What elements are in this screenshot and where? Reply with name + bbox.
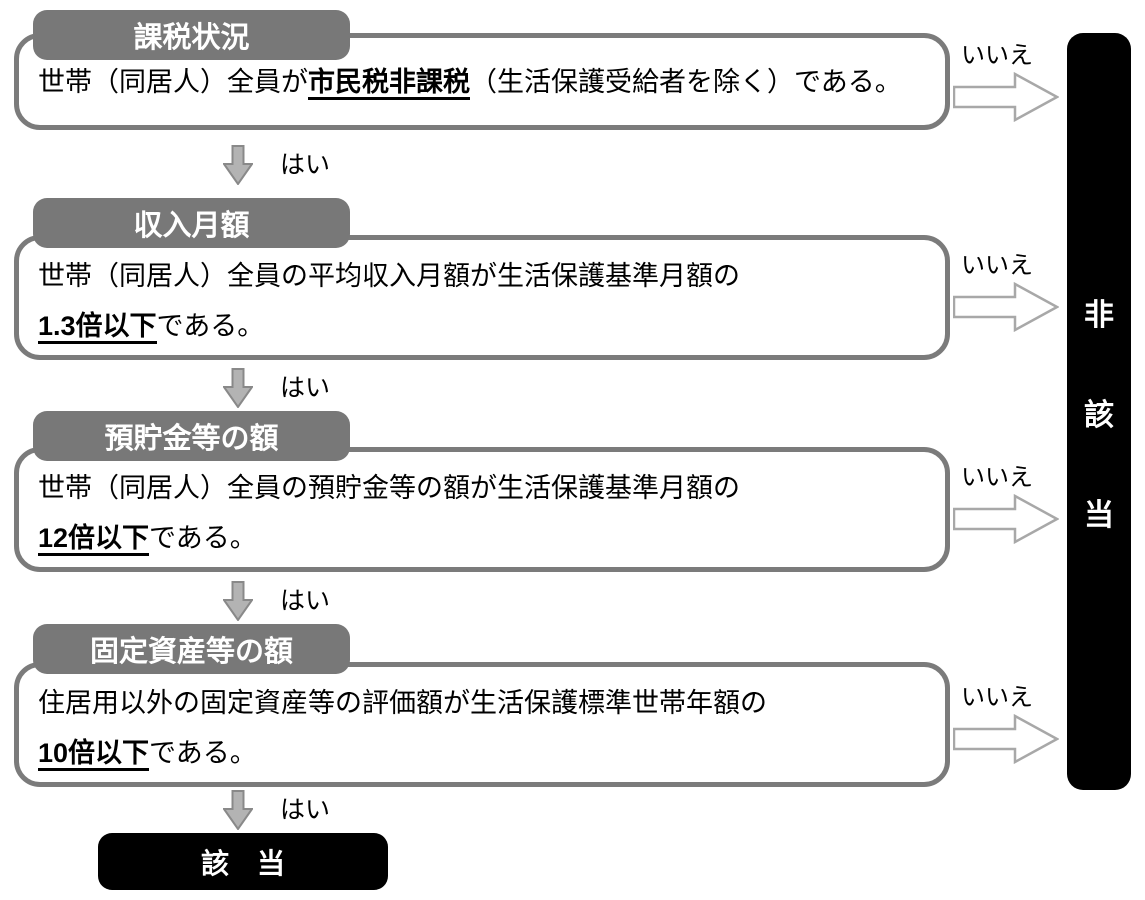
flow-connector-no-3: いいえ xyxy=(953,464,1065,544)
question-text-line2: 1.3倍以下である。 xyxy=(19,301,945,351)
right-arrow-icon xyxy=(953,282,1059,332)
no-label: いいえ xyxy=(961,252,1033,279)
step-header-fixed-assets: 固定資産等の額 xyxy=(33,624,350,674)
result-not-eligible: 非 該 当 xyxy=(1067,33,1131,790)
result-char: 当 xyxy=(1084,498,1114,532)
flow-connector-yes-3: はい xyxy=(223,581,330,621)
down-arrow-icon xyxy=(223,790,253,830)
step-header-label: 預貯金等の額 xyxy=(104,423,279,455)
step-box-tax-status: 世帯（同居人）全員が市民税非課税（生活保護受給者を除く）である。 xyxy=(14,33,950,130)
result-char: 該 xyxy=(1084,398,1114,432)
question-text: 世帯（同居人）全員の預貯金等の額が生活保護基準月額の xyxy=(38,473,740,503)
result-label: 該 当 xyxy=(200,847,285,879)
step-header-label: 固定資産等の額 xyxy=(89,636,293,668)
yes-label: はい xyxy=(280,373,331,402)
no-label: いいえ xyxy=(961,464,1033,491)
down-arrow-icon xyxy=(223,145,253,185)
step-header-savings: 預貯金等の額 xyxy=(33,411,350,461)
question-text: 住居用以外の固定資産等の評価額が生活保護標準世帯年額の xyxy=(38,688,767,718)
yes-label: はい xyxy=(280,150,331,179)
down-arrow-icon xyxy=(223,581,253,621)
yes-label: はい xyxy=(280,795,331,824)
step-header-monthly-income: 収入月額 xyxy=(33,198,350,248)
step-header-label: 課税状況 xyxy=(133,22,250,54)
no-label: いいえ xyxy=(961,684,1033,711)
flow-connector-yes-4: はい xyxy=(223,790,330,830)
result-eligible: 該 当 xyxy=(98,833,388,890)
step-header-label: 収入月額 xyxy=(133,210,250,242)
flow-connector-no-4: いいえ xyxy=(953,684,1065,764)
flow-connector-no-2: いいえ xyxy=(953,252,1065,332)
right-arrow-icon xyxy=(953,714,1059,764)
question-text-line2: 10倍以下である。 xyxy=(19,728,945,778)
step-box-savings: 世帯（同居人）全員の預貯金等の額が生活保護基準月額の 12倍以下である。 xyxy=(14,447,950,572)
question-text: 世帯（同居人）全員の平均収入月額が生活保護基準月額の xyxy=(38,261,740,291)
down-arrow-icon xyxy=(223,368,253,408)
emphasized-condition: 市民税非課税 xyxy=(308,66,470,100)
question-text-line2: 12倍以下である。 xyxy=(19,513,945,563)
emphasized-condition: 1.3倍以下 xyxy=(38,311,157,344)
step-header-tax-status: 課税状況 xyxy=(33,10,350,60)
flow-connector-yes-2: はい xyxy=(223,368,330,408)
question-text: 世帯（同居人）全員が市民税非課税（生活保護受給者を除く）である。 xyxy=(19,57,906,107)
step-box-fixed-assets: 住居用以外の固定資産等の評価額が生活保護標準世帯年額の 10倍以下である。 xyxy=(14,662,950,787)
right-arrow-icon xyxy=(953,72,1059,122)
flow-connector-no-1: いいえ xyxy=(953,42,1065,122)
result-char: 非 xyxy=(1084,298,1114,332)
emphasized-condition: 12倍以下 xyxy=(38,523,150,556)
flow-connector-yes-1: はい xyxy=(223,145,330,185)
emphasized-condition: 10倍以下 xyxy=(38,738,150,771)
step-box-monthly-income: 世帯（同居人）全員の平均収入月額が生活保護基準月額の 1.3倍以下である。 xyxy=(14,235,950,360)
no-label: いいえ xyxy=(961,42,1033,69)
right-arrow-icon xyxy=(953,494,1059,544)
yes-label: はい xyxy=(280,586,331,615)
